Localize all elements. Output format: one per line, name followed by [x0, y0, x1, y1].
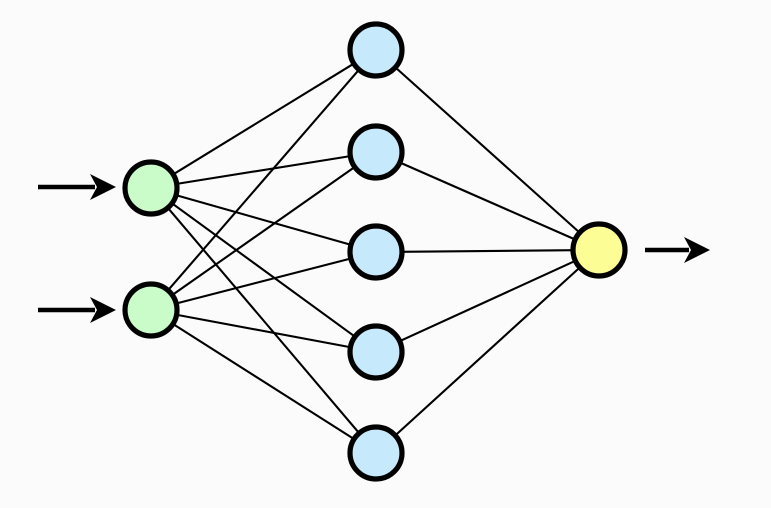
edge-in-1-to-hid-4: [169, 201, 358, 339]
edge-hid-2-to-out-1: [397, 160, 578, 242]
node-hid-5[interactable]: [347, 424, 405, 482]
node-hid-2[interactable]: [347, 123, 405, 181]
node-group: [122, 21, 628, 482]
edge-hid-5-to-out-1: [393, 265, 582, 438]
edge-hid-3-to-out-1: [399, 249, 576, 253]
input-arrow-top-icon: [38, 174, 116, 200]
edge-in-1-to-hid-1: [170, 61, 357, 177]
edge-in-2-to-hid-3: [173, 257, 354, 305]
edge-in-2-to-hid-5: [170, 322, 357, 441]
edge-in-2-to-hid-1: [165, 67, 362, 293]
edge-in-1-to-hid-5: [165, 205, 362, 436]
edge-hid-1-to-out-1: [393, 65, 582, 235]
edge-in-1-to-hid-3: [173, 193, 354, 247]
node-in-2[interactable]: [122, 281, 180, 339]
node-in-1[interactable]: [122, 159, 180, 217]
edge-in-2-to-hid-4: [174, 313, 353, 349]
output-arrow-head: [684, 237, 710, 263]
output-arrow-icon: [645, 237, 710, 263]
node-out-1[interactable]: [570, 221, 628, 279]
input-arrow-top-head: [90, 174, 116, 200]
arrow-group: [38, 174, 710, 323]
edge-hid-4-to-out-1: [397, 259, 578, 343]
edge-in-1-to-hid-2: [174, 154, 353, 186]
node-hid-1[interactable]: [347, 21, 405, 79]
layer-input: [122, 159, 180, 339]
edge-in-2-to-hid-2: [170, 165, 358, 297]
node-hid-3[interactable]: [347, 223, 405, 281]
edge-group: [165, 61, 582, 441]
input-arrow-bottom-head: [90, 297, 116, 323]
layer-hidden: [347, 21, 405, 482]
node-hid-4[interactable]: [347, 323, 405, 381]
input-arrow-bottom-icon: [38, 297, 116, 323]
layer-output: [570, 221, 628, 279]
